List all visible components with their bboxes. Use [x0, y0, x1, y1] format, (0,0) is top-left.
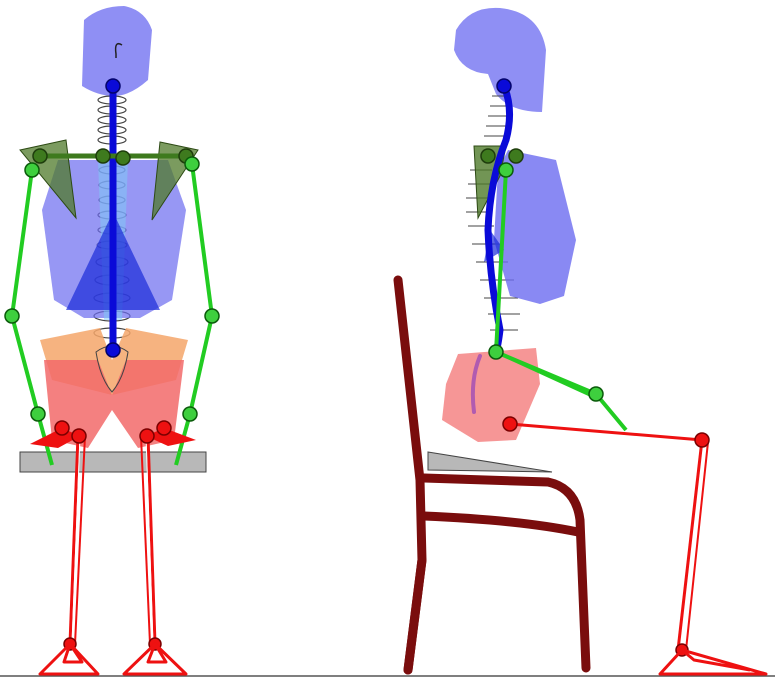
chair-back-leg [408, 560, 422, 670]
leg-side [503, 417, 766, 674]
mid-left-shoulder-joint [96, 149, 110, 163]
foot-side [660, 650, 766, 674]
left-hip-joint [55, 421, 69, 435]
left-elbow-joint [5, 309, 19, 323]
right-elbow-joint [205, 309, 219, 323]
left-wrist-joint [31, 407, 45, 421]
shoulder-joint-side-front [509, 149, 523, 163]
chair-seat-frame [424, 478, 586, 668]
right-hip-joint [157, 421, 171, 435]
left-knee-joint [72, 429, 86, 443]
knee-joint-side [695, 433, 709, 447]
pelvis-joint [106, 343, 120, 357]
mid-right-shoulder-joint [116, 151, 130, 165]
right-knee-joint [140, 429, 154, 443]
side-view [398, 8, 766, 674]
right-shoulder-joint [185, 157, 199, 171]
left-clavicle-joint [33, 149, 47, 163]
shoulder-joint-side-back [481, 149, 495, 163]
seat-cushion-wedge [428, 452, 552, 472]
back-view [5, 6, 219, 674]
elbow-joint-side [489, 345, 503, 359]
neck-joint [106, 79, 120, 93]
chair [398, 280, 586, 670]
pelvis-side [442, 348, 540, 442]
left-shoulder-joint [25, 163, 39, 177]
chair-stretcher [424, 516, 578, 532]
hip-joint-side [503, 417, 517, 431]
left-foot [40, 644, 98, 674]
neck-joint-side [497, 79, 511, 93]
shoulder-joint-side [499, 163, 513, 177]
thigh-side [510, 424, 702, 440]
wrist-joint-side [589, 387, 603, 401]
right-wrist-joint [183, 407, 197, 421]
